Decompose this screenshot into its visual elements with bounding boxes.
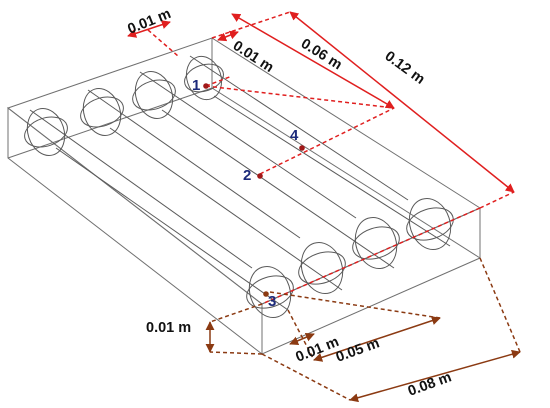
point-1-label: 1 [192,77,200,94]
ext-line [205,85,395,109]
ext-line [479,191,515,209]
point-2-marker [257,173,263,179]
ext-line [479,257,521,353]
label-bottom-mid: 0.05 m [334,335,382,365]
box-back-bottom-edge-right [211,87,481,259]
label-top-mid: 0.06 m [298,36,345,73]
box-wireframe [6,37,482,356]
tube-1 [24,108,294,318]
point-4-marker [299,145,305,151]
point-4-label: 4 [290,127,299,144]
ext-line [209,351,263,355]
dim-arrow-bottom-small [289,332,315,346]
box-right-face [261,207,481,355]
point-3-label: 3 [268,293,276,310]
label-bottom-long: 0.08 m [406,369,454,399]
tube-2 [80,88,346,294]
tube-3 [132,71,400,269]
measurement-points: 1 2 3 4 [192,77,305,310]
top-dimensions [127,11,515,305]
dim-arrow-bottom-mid [313,316,441,362]
point-1-marker [203,83,209,89]
dim-arrow-top-long [289,11,515,193]
box-back-bottom-edge-left [7,87,213,159]
point-2-label: 2 [243,167,251,184]
dim-arrow-top-small-a [127,20,171,38]
ext-line [269,291,441,319]
dimension-labels: 0.01 m 0.01 m 0.06 m 0.12 m 0.01 m 0.01 … [126,6,454,400]
label-top-small-a: 0.01 m [126,6,174,38]
tubes [24,55,454,318]
point-3-marker [263,291,269,297]
label-top-long: 0.12 m [382,48,428,87]
label-bottom-height: 0.01 m [146,320,191,336]
ext-line [261,353,351,401]
ext-line [261,207,481,305]
dim-arrow-bottom-long [349,349,521,403]
label-top-small-b: 0.01 m [230,38,277,76]
ext-line [209,303,263,323]
bottom-dimensions [205,257,521,403]
ext-line [259,107,395,175]
ext-line [147,29,179,57]
ext-line [205,75,233,87]
